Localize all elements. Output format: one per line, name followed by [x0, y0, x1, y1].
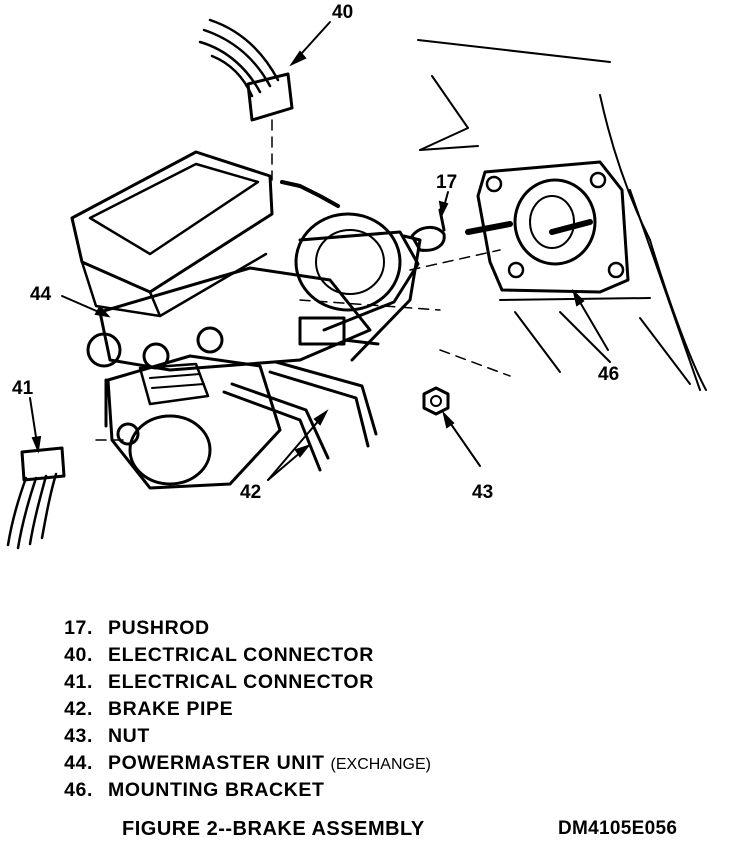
legend-item-number: 41. — [64, 671, 93, 693]
legend-item-number: 17. — [64, 617, 93, 639]
legend-item-label: MOUNTING BRACKET — [108, 779, 325, 801]
brake-assembly-drawing: 40 17 44 41 46 42 43 — [6, 2, 707, 550]
legend-item-number: 40. — [64, 644, 93, 666]
legend-item-number: 42. — [64, 698, 93, 720]
legend-item-number: 43. — [64, 725, 93, 747]
alignment-lines — [95, 119, 511, 441]
nut — [422, 386, 450, 416]
legend-item-label: PUSHROD — [108, 617, 210, 639]
callout-43: 43 — [472, 482, 493, 503]
callout-17: 17 — [436, 172, 457, 193]
electrical-connector-40 — [198, 18, 294, 122]
callout-44: 44 — [30, 284, 52, 305]
leader-arrows — [29, 21, 609, 481]
legend-item-note: (EXCHANGE) — [330, 756, 431, 773]
brake-pipes — [222, 360, 378, 472]
legend-item-label: NUT — [108, 725, 150, 747]
callout-40: 40 — [332, 2, 353, 23]
electrical-connector-41 — [6, 446, 66, 550]
figure-caption: FIGURE 2--BRAKE ASSEMBLY — [122, 818, 425, 840]
callout-46: 46 — [598, 364, 619, 385]
figure-code: DM4105E056 — [558, 818, 678, 839]
legend-item-number: 44. — [64, 752, 93, 774]
callout-42: 42 — [240, 482, 261, 503]
mounting-bracket — [465, 160, 630, 294]
callout-41: 41 — [12, 378, 34, 399]
legend-item-number: 46. — [64, 779, 93, 801]
legend-item-label: POWERMASTER UNIT(EXCHANGE) — [108, 752, 431, 774]
vehicle-body-lines — [417, 39, 707, 391]
powermaster-body — [86, 180, 422, 372]
pump-motor — [104, 354, 282, 490]
pushrod — [410, 208, 446, 252]
legend-item-label: BRAKE PIPE — [108, 698, 234, 720]
legend-item-label: ELECTRICAL CONNECTOR — [108, 644, 374, 666]
legend-item-label: ELECTRICAL CONNECTOR — [108, 671, 374, 693]
